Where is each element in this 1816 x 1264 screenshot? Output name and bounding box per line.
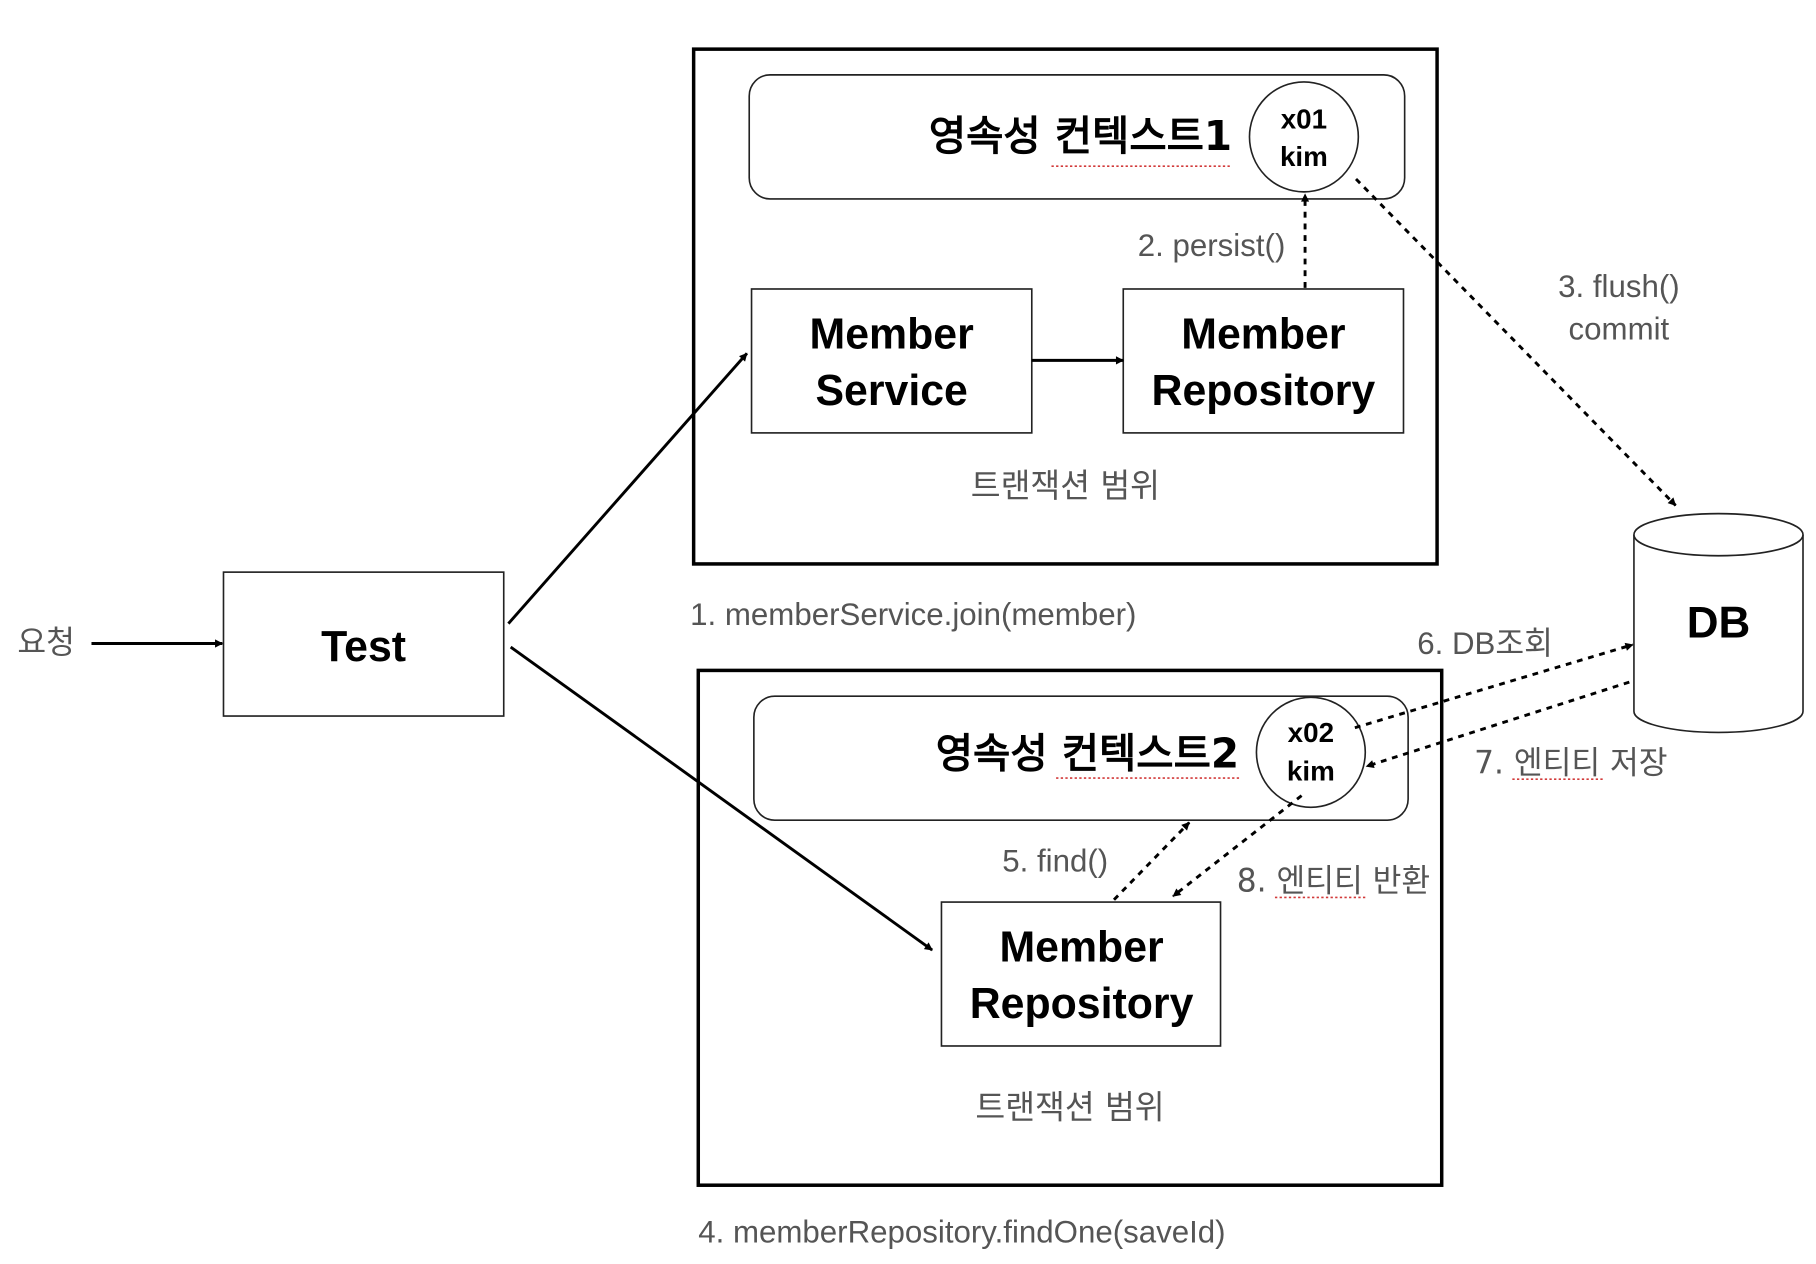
test-label: Test: [321, 623, 406, 671]
persist-label: 2. persist(): [1138, 228, 1286, 263]
member-repository-1-label-line1: Member: [1181, 310, 1345, 358]
member-repository-2-label-line2: Repository: [970, 980, 1194, 1028]
persistence-context-1-title: 영속성 컨텍스트1: [929, 112, 1232, 160]
persistence-context-1: [748, 74, 1406, 200]
find-label: 5. find(): [1002, 844, 1108, 879]
db-cylinder-top: [1633, 512, 1804, 557]
call-join-label: 1. memberService.join(member): [690, 597, 1136, 632]
entity-return-arrow: [1172, 794, 1303, 898]
request-label: 요청: [17, 625, 74, 661]
member-service-label-line2: Service: [815, 367, 967, 415]
entity-x02-circle: [1255, 696, 1367, 809]
db-query-label: 6. DB조회: [1417, 626, 1553, 661]
flush-label-line1: 3. flush(): [1558, 269, 1680, 304]
transaction-scope-2: [696, 668, 1444, 1187]
member-repository-box-2: [940, 901, 1222, 1047]
member-repository-2-label-line1: Member: [999, 924, 1163, 972]
transaction-scope-2-label: 트랜잭션 범위: [975, 1088, 1164, 1126]
member-repository-1-label-line2: Repository: [1152, 367, 1376, 415]
db-label: DB: [1687, 598, 1751, 647]
entity-x02-name: kim: [1287, 755, 1335, 786]
test-to-service-arrow: [507, 352, 748, 625]
test-box: [222, 571, 505, 717]
transaction-scope-1-label: 트랜잭션 범위: [971, 467, 1160, 505]
transaction-scope-1: [691, 47, 1439, 566]
find-arrow: [1112, 821, 1191, 901]
flush-label-line2: commit: [1569, 311, 1670, 346]
persistence-context-2: [753, 695, 1409, 821]
member-service-label-line1: Member: [810, 310, 974, 358]
entity-x01-circle: [1248, 81, 1360, 193]
persistence-context-2-title: 영속성 컨텍스트2: [936, 729, 1239, 777]
member-repository-box-1: [1122, 288, 1405, 434]
entity-x01-id: x01: [1281, 104, 1327, 135]
call-findone-label: 4. memberRepository.findOne(saveId): [698, 1214, 1225, 1249]
entity-x02-id: x02: [1288, 717, 1334, 748]
entity-return-label: 8. 엔티티 반환: [1237, 863, 1430, 899]
db-cylinder-body: [1633, 534, 1804, 734]
member-service-box: [750, 288, 1033, 434]
entity-store-label: 7. 엔티티 저장: [1474, 745, 1667, 781]
test-to-repository-arrow: [509, 645, 934, 952]
entity-x01-name: kim: [1280, 141, 1328, 172]
db-query-arrow: [1354, 642, 1634, 730]
